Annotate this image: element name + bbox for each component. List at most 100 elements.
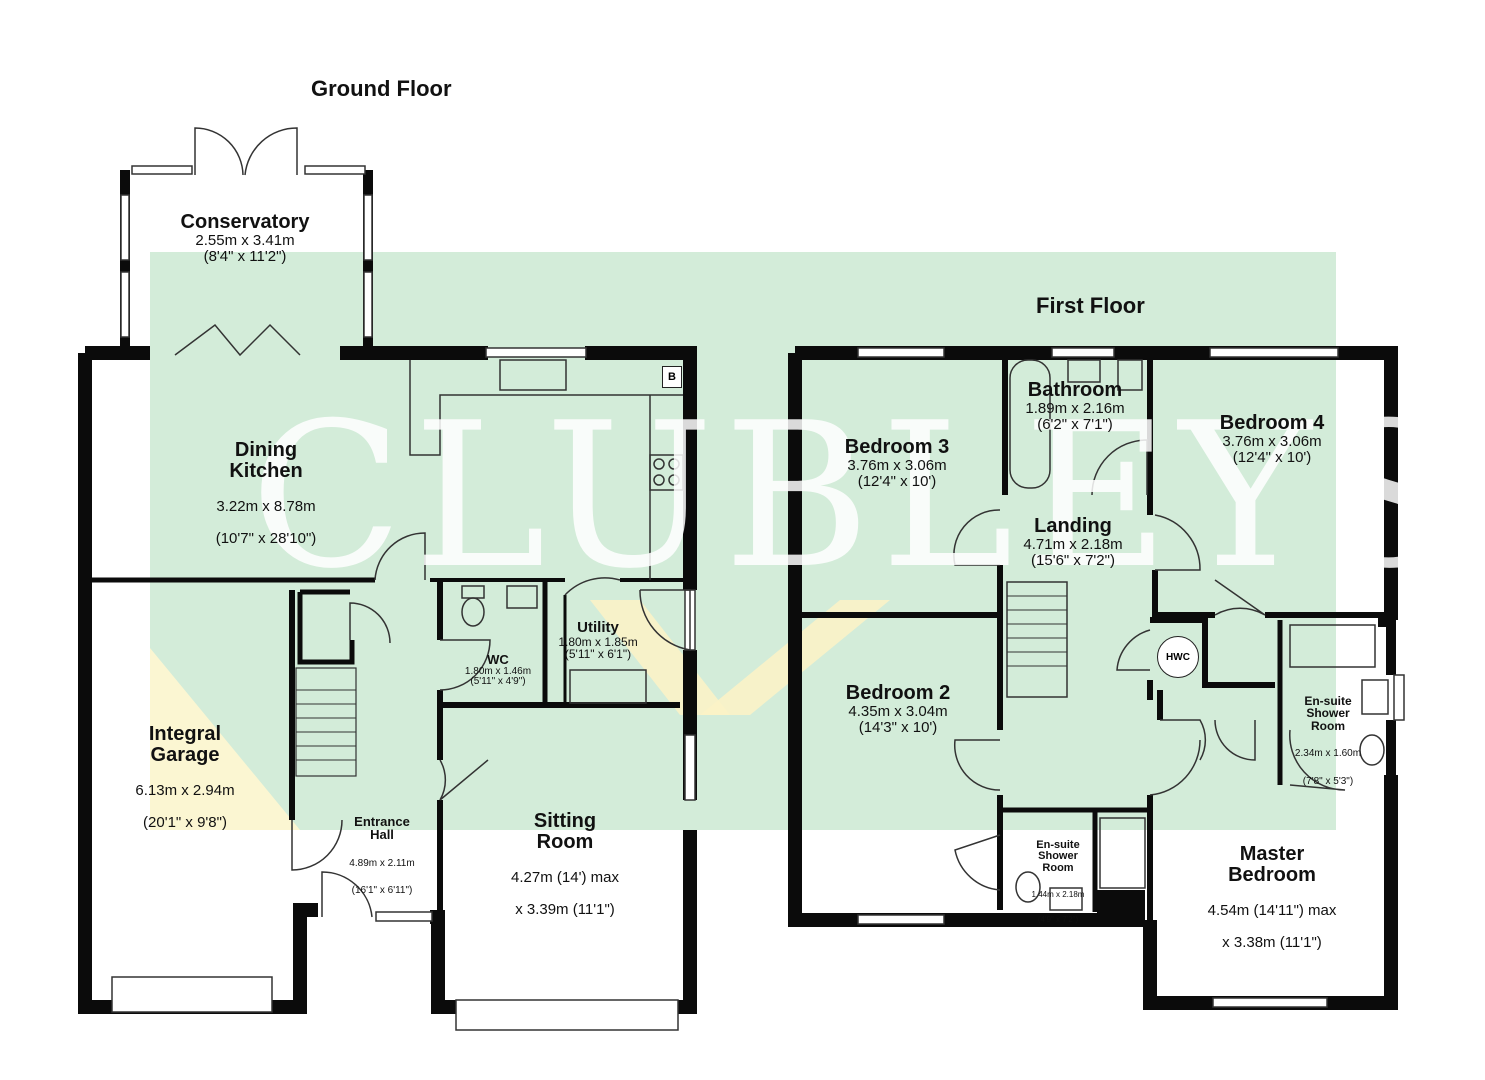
room-label-conservatory: Conservatory 2.55m x 3.41m (8'4" x 11'2"…: [181, 212, 310, 265]
door-conservatory: [194, 127, 298, 176]
stairs-ground: [295, 667, 357, 777]
boiler-label: B: [662, 366, 682, 388]
room-metric: 6.13m x 2.94m: [135, 781, 235, 799]
door-master: [1149, 719, 1256, 796]
room-metric: 2.34m x 1.60m: [1294, 748, 1362, 760]
ensuite1-basin: [1361, 679, 1389, 715]
room-imperial: x 3.39m (11'1"): [515, 901, 615, 919]
room-imperial: (6'2" x 7'1"): [1037, 415, 1113, 433]
window-sitting-bay: [455, 999, 679, 1031]
kitchen-counter: [409, 360, 683, 580]
room-name: Landing: [1034, 515, 1112, 537]
room-imperial: x 3.38m (11'1"): [1222, 934, 1322, 952]
room-imperial: (20'1" x 9'8"): [143, 814, 227, 832]
room-label-wc: WC 1.80m x 1.46m (5'11" x 4'9"): [465, 653, 531, 688]
hob-ring-1: [653, 458, 665, 470]
door-bathroom: [1091, 439, 1148, 496]
room-metric: 1.80m x 1.46m: [464, 665, 532, 677]
kitchen-sink: [499, 359, 567, 391]
room-imperial: (7'8" x 5'3"): [1302, 775, 1354, 787]
room-metric: 2.55m x 3.41m: [195, 232, 295, 249]
gf-sitting-front: [672, 830, 697, 1014]
hob-ring-2: [668, 458, 680, 470]
window-conservatory-tl: [131, 165, 193, 175]
room-imperial: (12'4" x 10'): [857, 472, 937, 490]
door-bifold: [174, 323, 301, 357]
window-conservatory-r1: [363, 194, 373, 261]
door-cupboard: [349, 602, 391, 644]
room-label-integral-garage: Integral Garage 6.13m x 2.94m (20'1" x 9…: [135, 707, 234, 848]
door-hwc: [1116, 629, 1151, 671]
room-name: En-suite Shower Room: [1036, 838, 1080, 874]
ff-master-wall: [1147, 690, 1163, 920]
room-metric: 3.76m x 3.06m: [847, 457, 947, 474]
utility-sink: [569, 669, 647, 704]
window-hall: [375, 911, 433, 922]
room-name: Entrance Hall: [354, 813, 410, 843]
room-metric: 4.54m (14'11") max: [1207, 901, 1337, 919]
room-imperial: (5'11" x 4'9"): [470, 676, 526, 688]
room-name: Master Bedroom: [1228, 842, 1316, 886]
gf-right-wall-top: [585, 346, 697, 590]
green-overlay: [150, 252, 1336, 830]
ensuite2-toilet: [1015, 871, 1041, 903]
door-porch: [321, 871, 373, 918]
window-bed4: [1209, 347, 1339, 358]
ff-outer-left: [788, 353, 1145, 927]
stairs-first: [1006, 581, 1068, 698]
room-label-bedroom-2: Bedroom 2 4.35m x 3.04m (14'3" x 10'): [846, 683, 950, 736]
window-master: [1212, 997, 1328, 1008]
room-metric: 4.35m x 3.04m: [848, 703, 948, 720]
room-metric: 4.71m x 2.18m: [1023, 536, 1123, 553]
room-metric: 4.89m x 2.11m: [349, 857, 415, 869]
room-name: Dining Kitchen: [229, 438, 303, 482]
ensuite2-shower: [1099, 817, 1146, 889]
room-name: Bathroom: [1027, 379, 1123, 401]
room-name: Integral Garage: [148, 722, 222, 766]
room-name: Utility: [577, 619, 619, 636]
room-name: Sitting Room: [533, 809, 597, 853]
room-metric: 3.22m x 8.78m: [216, 497, 316, 515]
hwc-label: HWC: [1157, 636, 1199, 678]
door-bed2: [953, 739, 1001, 791]
door-wc: [439, 639, 491, 691]
window-conservatory-r2: [363, 271, 373, 338]
room-metric: 3.76m x 3.06m: [1222, 433, 1322, 450]
door-front: [291, 819, 343, 871]
first-floor-title: First Floor: [1036, 293, 1145, 318]
ground-floor-title: Ground Floor: [311, 76, 452, 101]
window-bed2: [857, 914, 945, 925]
kitchen-hob: [649, 454, 684, 491]
room-name: Conservatory: [180, 211, 310, 233]
window-ensuite: [1393, 674, 1405, 721]
room-metric: 1.80m x 1.85m: [558, 634, 638, 649]
gf-outer-wall-front: [430, 910, 462, 1014]
room-label-landing: Landing 4.71m x 2.18m (15'6" x 7'2"): [1023, 516, 1122, 569]
ff-bed4-wall: [1152, 570, 1385, 618]
gf-outer-wall: [78, 353, 318, 1014]
room-metric: 1.89m x 2.16m: [1025, 400, 1125, 417]
room-label-ensuite-2: En-suite Shower Room 1.44m x 2.18m (4'9"…: [1032, 823, 1085, 942]
ensuite1-shower: [1289, 624, 1376, 668]
door-bed4: [1154, 514, 1201, 571]
door-ensuite1: [1289, 729, 1346, 791]
room-imperial: (15'6" x 7'2"): [1031, 551, 1115, 569]
stairs-first-treads: [1007, 595, 1067, 667]
room-name: En-suite Shower Room: [1304, 693, 1352, 733]
room-name: WC: [487, 652, 509, 667]
ensuite2-basin: [1049, 887, 1083, 911]
ff-chimney: [1097, 890, 1145, 915]
door-utility-outer: [639, 589, 691, 651]
door-ensuite2: [954, 834, 1001, 891]
room-label-ensuite-1: En-suite Shower Room 2.34m x 1.60m (7'8"…: [1295, 678, 1361, 804]
room-imperial: (16'1" x 6'11"): [351, 885, 413, 897]
window-sitting-side: [684, 734, 696, 801]
room-label-entrance-hall: Entrance Hall 4.89m x 2.11m (16'1" x 6'1…: [349, 798, 414, 913]
door-utility: [564, 577, 621, 596]
door-kitchen-hall: [374, 532, 426, 581]
wc-basin: [506, 585, 538, 609]
door-bed4-cupboard: [1214, 579, 1266, 616]
hob-ring-4: [668, 474, 680, 486]
window-conservatory-l1: [120, 194, 130, 261]
